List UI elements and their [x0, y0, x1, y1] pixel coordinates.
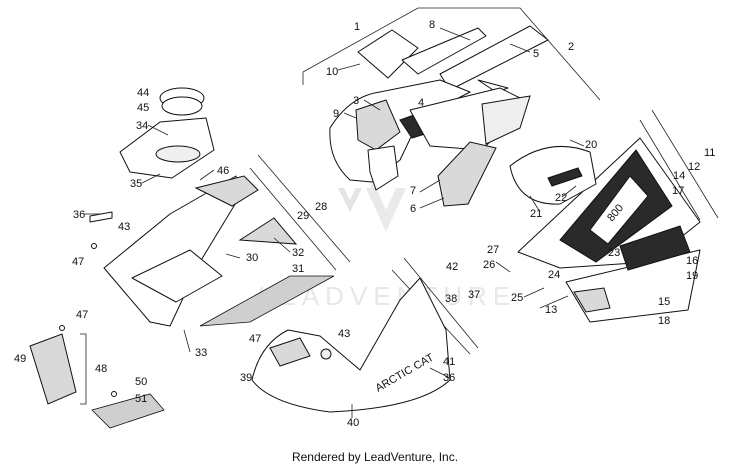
callout-33: 33 [195, 347, 207, 359]
callout-30: 30 [246, 252, 258, 264]
callout-47-a: 47 [72, 256, 84, 268]
callout-35: 35 [130, 178, 142, 190]
callout-42: 42 [446, 261, 458, 273]
callout-13: 13 [545, 304, 557, 316]
console-assembly [119, 87, 215, 179]
callout-38: 38 [445, 293, 457, 305]
callout-8: 8 [429, 19, 435, 31]
callout-28: 28 [315, 201, 327, 213]
callout-31: 31 [292, 263, 304, 275]
callout-19: 19 [686, 270, 698, 282]
callout-36-left: 36 [73, 209, 85, 221]
callout-4: 4 [418, 97, 424, 109]
callout-44: 44 [137, 87, 149, 99]
callout-29: 29 [297, 210, 309, 222]
callout-22: 22 [555, 192, 567, 204]
callout-51: 51 [135, 393, 147, 405]
callout-37: 37 [468, 289, 480, 301]
belly-pan-assembly: ARCTIC CAT [251, 257, 479, 413]
callout-46: 46 [217, 165, 229, 177]
callout-48: 48 [95, 363, 107, 375]
callout-24: 24 [548, 269, 560, 281]
callout-7: 7 [410, 185, 416, 197]
side-panel-assembly: 800 [509, 109, 719, 323]
callout-16: 16 [686, 255, 698, 267]
lower-left-assembly [29, 325, 165, 429]
credit-line: Rendered by LeadVenture, Inc. [291, 450, 459, 464]
callout-47-b: 47 [76, 309, 88, 321]
part-10-shape [357, 29, 419, 79]
callout-2: 2 [568, 41, 574, 53]
callout-12: 12 [688, 161, 700, 173]
callout-3: 3 [353, 95, 359, 107]
left-panel-assembly [89, 154, 351, 327]
callout-34: 34 [136, 120, 148, 132]
callouts: 1 2 3 4 5 6 7 8 9 10 11 12 13 14 15 16 1… [14, 19, 715, 429]
callout-41: 41 [443, 356, 455, 368]
callout-32: 32 [292, 247, 304, 259]
callout-5: 5 [533, 48, 539, 60]
callout-18: 18 [658, 315, 670, 327]
callout-21: 21 [530, 208, 542, 220]
callout-43-left: 43 [118, 221, 130, 233]
callout-40: 40 [347, 417, 359, 429]
callout-17: 17 [672, 185, 684, 197]
callout-25: 25 [511, 292, 523, 304]
callout-26: 26 [483, 259, 495, 271]
callout-6: 6 [410, 203, 416, 215]
callout-43-right: 43 [338, 328, 350, 340]
callout-49: 49 [14, 353, 26, 365]
callout-45: 45 [137, 102, 149, 114]
callout-47-c: 47 [249, 333, 261, 345]
callout-15: 15 [658, 296, 670, 308]
callout-23: 23 [608, 247, 620, 259]
callout-9: 9 [333, 108, 339, 120]
leader-lines [84, 27, 585, 418]
callout-11: 11 [704, 147, 715, 159]
callout-1: 1 [354, 21, 360, 33]
callout-39: 39 [240, 372, 252, 384]
callout-20: 20 [585, 139, 597, 151]
callout-14: 14 [673, 170, 685, 182]
callout-27: 27 [487, 244, 499, 256]
hood-assembly [302, 7, 601, 207]
callout-10: 10 [326, 66, 338, 78]
callout-50: 50 [135, 376, 147, 388]
